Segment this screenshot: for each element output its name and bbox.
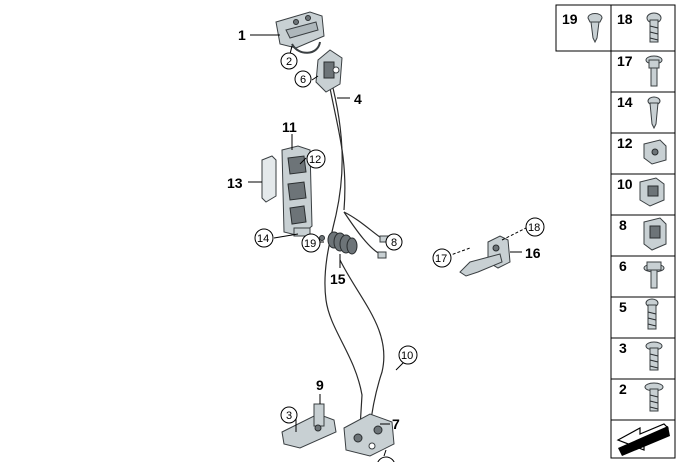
fastener-legend: 19 18 17 14 12	[555, 4, 676, 459]
hinge-bracket-16	[459, 235, 511, 277]
legend-cell-18	[610, 4, 676, 52]
callout-circle-5	[377, 456, 395, 462]
legend-number-18: 18	[617, 11, 633, 27]
callout-19: 19	[304, 238, 316, 250]
callout-11: 11	[282, 119, 297, 135]
callout-circle-12	[306, 149, 326, 169]
legend-cell-14	[610, 91, 676, 134]
callout-circle-8	[385, 233, 403, 251]
callout-7: 7	[392, 416, 400, 432]
legend-number-14: 14	[617, 94, 633, 110]
callout-3: 3	[286, 410, 292, 422]
door-handle-bracket-1	[275, 11, 325, 54]
callout-circle-6	[294, 70, 312, 88]
legend-number-6: 6	[619, 258, 627, 274]
clip-icon	[587, 13, 603, 44]
release-lever-unit-6	[315, 49, 343, 93]
callout-circle-19	[301, 233, 321, 253]
legend-number-10: 10	[617, 176, 633, 192]
callout-2: 2	[286, 56, 292, 68]
legend-number-8: 8	[619, 217, 627, 233]
hex-collar-bolt-icon	[643, 261, 665, 289]
callout-circle-3	[280, 406, 298, 424]
callout-1: 1	[238, 27, 246, 43]
callout-10: 10	[401, 350, 413, 362]
lock-housing-11	[281, 145, 313, 237]
lower-latch-7	[343, 413, 395, 457]
legend-number-12: 12	[617, 135, 633, 151]
legend-number-3: 3	[619, 340, 627, 356]
orientation-arrow-icon	[616, 423, 670, 456]
legend-cell-17	[610, 50, 676, 93]
clip-nut-icon	[643, 139, 667, 165]
collar-screw-icon	[644, 382, 664, 412]
grommet-sleeve-15	[327, 231, 358, 255]
callout-circle-17	[432, 248, 452, 268]
collar-screw-icon	[645, 341, 663, 371]
self-tapping-screw-icon	[647, 96, 661, 130]
legend-number-19: 19	[562, 11, 578, 27]
callout-12: 12	[309, 154, 321, 166]
legend-number-17: 17	[617, 53, 633, 69]
callout-15: 15	[330, 271, 346, 287]
callout-labels: 1 2 6 4 11 12 13 14 19 15 8 17 18 16 10 …	[227, 27, 545, 462]
callout-circle-18	[525, 217, 545, 237]
callout-16: 16	[525, 245, 541, 261]
callout-circle-2	[280, 52, 298, 70]
callout-9: 9	[316, 377, 324, 393]
cable-end-connectors	[319, 235, 389, 259]
callout-14: 14	[257, 233, 269, 245]
cover-plate-13	[261, 155, 277, 203]
legend-cell-2	[610, 378, 676, 421]
callout-circle-10	[398, 345, 418, 365]
spreader-nut-icon	[643, 217, 667, 251]
torx-screw-icon	[646, 12, 662, 43]
callout-18: 18	[528, 222, 540, 234]
callout-4: 4	[354, 91, 362, 107]
legend-number-2: 2	[619, 381, 627, 397]
legend-cell-3	[610, 337, 676, 380]
cable-clip-icon	[639, 177, 665, 207]
callout-13: 13	[227, 175, 243, 191]
legend-cell-5	[610, 296, 676, 339]
callout-circle-14	[254, 228, 274, 248]
lower-bracket-9	[281, 403, 337, 449]
flange-bolt-icon	[645, 55, 663, 87]
cable-bowden-4	[324, 87, 385, 429]
callout-8: 8	[391, 237, 397, 249]
callout-17: 17	[435, 253, 447, 265]
fillister-screw-icon	[645, 298, 659, 330]
callout-6: 6	[300, 74, 306, 86]
legend-number-5: 5	[619, 299, 627, 315]
